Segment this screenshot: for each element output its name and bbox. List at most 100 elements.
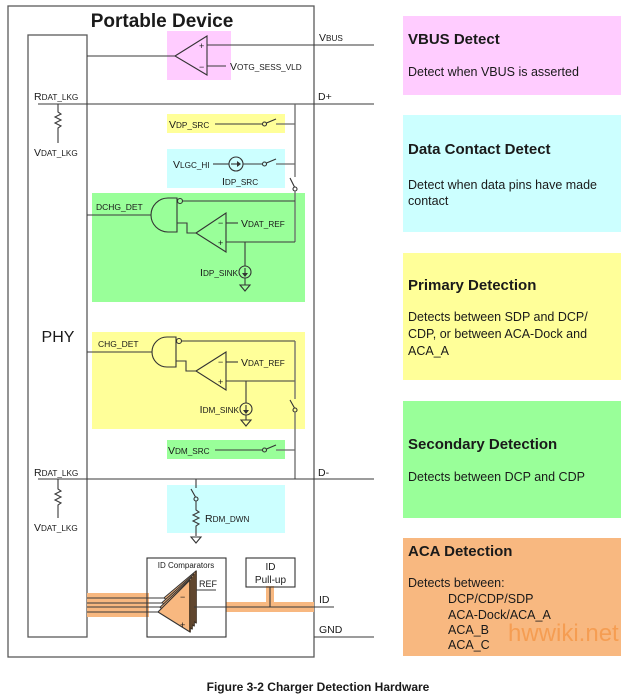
legend-text: Detects between SDP and DCP/ bbox=[408, 310, 588, 324]
comparator-symbol bbox=[194, 211, 227, 253]
switch-contact bbox=[292, 186, 298, 192]
legend-title: Primary Detection bbox=[408, 277, 536, 294]
legend-vbus-detect: VBUS Detect Detect when VBUS is asserted bbox=[403, 16, 621, 95]
vdp-src-label: VDP_SRC bbox=[169, 119, 209, 131]
idp-sink-label: IDP_SINK bbox=[200, 267, 238, 279]
minus-sign: − bbox=[180, 592, 185, 602]
dchg-det-label: DCHG_DET bbox=[96, 202, 143, 212]
vdat-ref-label: VDAT_REF bbox=[241, 357, 285, 369]
resistor-icon bbox=[53, 104, 63, 143]
d-minus-label: D- bbox=[318, 467, 330, 479]
current-arrow-head bbox=[242, 273, 248, 277]
vdat-lkg-label-top: VDAT_LKG bbox=[34, 147, 78, 159]
legend-primary-detection: Primary Detection Detects between SDP an… bbox=[403, 253, 621, 380]
legend-panel bbox=[403, 401, 621, 518]
switch-blade bbox=[266, 158, 277, 164]
ground-icon bbox=[238, 284, 252, 292]
legend-panel bbox=[403, 538, 621, 656]
legend-aca-detection: ACA Detection Detects between: DCP/CDP/S… bbox=[403, 538, 621, 656]
id-pullup-label-line2: Pull-up bbox=[255, 575, 287, 586]
resistor-icon bbox=[53, 479, 63, 518]
switch-icon bbox=[261, 158, 277, 167]
portable-device-title: Portable Device bbox=[91, 11, 234, 32]
minus-sign: − bbox=[218, 218, 223, 228]
switch-blade bbox=[266, 444, 277, 450]
ground-icon bbox=[189, 536, 203, 544]
minus-sign: − bbox=[199, 62, 204, 72]
id-pullup-label-line1: ID bbox=[266, 562, 276, 573]
legend-panel bbox=[403, 115, 621, 232]
switch-contact bbox=[261, 161, 268, 167]
watermark: hwwiki.net bbox=[508, 620, 619, 647]
switch-contact bbox=[261, 447, 268, 453]
switch-icon bbox=[289, 177, 298, 192]
plus-sign: + bbox=[218, 377, 223, 387]
plus-sign: + bbox=[218, 238, 223, 248]
d-plus-label: D+ bbox=[318, 91, 332, 103]
switch-blade bbox=[289, 177, 295, 188]
legend-text: Detect when data pins have made bbox=[408, 178, 597, 192]
rdat-lkg-label-top: RDAT_LKG bbox=[34, 91, 78, 103]
vdat-lkg-label-bottom: VDAT_LKG bbox=[34, 522, 78, 534]
legend-title: Data Contact Detect bbox=[408, 141, 551, 158]
switch-blade bbox=[190, 488, 196, 498]
comparator-symbol bbox=[194, 351, 227, 391]
dchg-det-region bbox=[92, 193, 305, 302]
resistor-rdm-dwn bbox=[191, 501, 201, 536]
idp-src-label: IDP_SRC bbox=[222, 176, 258, 188]
legend-title: Secondary Detection bbox=[408, 436, 557, 453]
rdm-dwn-label: RDM_DWN bbox=[205, 513, 250, 525]
current-arrow-head bbox=[243, 410, 249, 414]
switch-blade bbox=[289, 399, 295, 409]
legend-item: ACA_C bbox=[448, 638, 490, 652]
current-arrow-head bbox=[237, 161, 241, 167]
id-comparator-stack-icon bbox=[157, 569, 197, 633]
vbus-label: VBUS bbox=[319, 32, 343, 44]
resistor-icon bbox=[191, 501, 201, 536]
chg-comparator-link-wire bbox=[176, 360, 196, 372]
dchg-comparator-link-wire bbox=[177, 222, 196, 234]
resistor-rdat-lkg-top bbox=[53, 104, 63, 143]
rdm-dwn-region bbox=[167, 485, 285, 533]
rdat-lkg-label-bottom: RDAT_LKG bbox=[34, 467, 78, 479]
legend-text: contact bbox=[408, 194, 449, 208]
legend-text: CDP, or between ACA-Dock and bbox=[408, 327, 587, 341]
id-label: ID bbox=[319, 594, 330, 606]
comparator-icon: − + bbox=[194, 211, 227, 253]
switch-icon bbox=[261, 444, 277, 453]
legend-panel bbox=[403, 253, 621, 380]
minus-sign: − bbox=[218, 357, 223, 367]
portable-device-frame bbox=[7, 5, 315, 658]
legend-item: DCP/CDP/SDP bbox=[448, 592, 533, 606]
legend-title: ACA Detection bbox=[408, 543, 512, 560]
and-gate-body bbox=[151, 336, 177, 368]
gnd-label: GND bbox=[319, 624, 343, 636]
legend-text: ACA_A bbox=[408, 344, 450, 358]
id-bus-band bbox=[87, 593, 149, 617]
legend-title: VBUS Detect bbox=[408, 31, 500, 48]
and-gate-body bbox=[150, 197, 178, 233]
legend-panel bbox=[403, 16, 621, 95]
chg-det-label: CHG_DET bbox=[98, 339, 139, 349]
vlgc-hi-region bbox=[167, 149, 285, 188]
ref-label: REF bbox=[199, 579, 218, 589]
votg-sess-vld-label: VOTG_SESS_VLD bbox=[230, 61, 302, 73]
legend-text: Detect when VBUS is asserted bbox=[408, 65, 579, 79]
vdat-ref-label: VDAT_REF bbox=[241, 218, 285, 230]
comparator-symbol bbox=[173, 35, 208, 76]
vbus-detect-region bbox=[167, 31, 231, 80]
vdm-src-label: VDM_SRC bbox=[168, 445, 210, 457]
legend-text: Detects between: bbox=[408, 576, 505, 590]
id-comparators-label: ID Comparators bbox=[158, 561, 214, 570]
legend-text: Detects between DCP and CDP bbox=[408, 470, 585, 484]
phy-block bbox=[27, 34, 88, 638]
legend-item: ACA_B bbox=[448, 623, 489, 637]
switch-contact bbox=[261, 121, 268, 127]
vbus-comparator: + − VOTG_SESS_VLD bbox=[87, 35, 374, 76]
ground-icon bbox=[239, 419, 253, 427]
comparator-icon: − + bbox=[194, 351, 227, 391]
figure-caption: Figure 3-2 Charger Detection Hardware bbox=[207, 680, 430, 694]
plus-sign: + bbox=[199, 41, 204, 51]
resistor-rdat-lkg-bottom bbox=[53, 479, 63, 518]
legend-secondary-detection: Secondary Detection Detects between DCP … bbox=[403, 401, 621, 518]
